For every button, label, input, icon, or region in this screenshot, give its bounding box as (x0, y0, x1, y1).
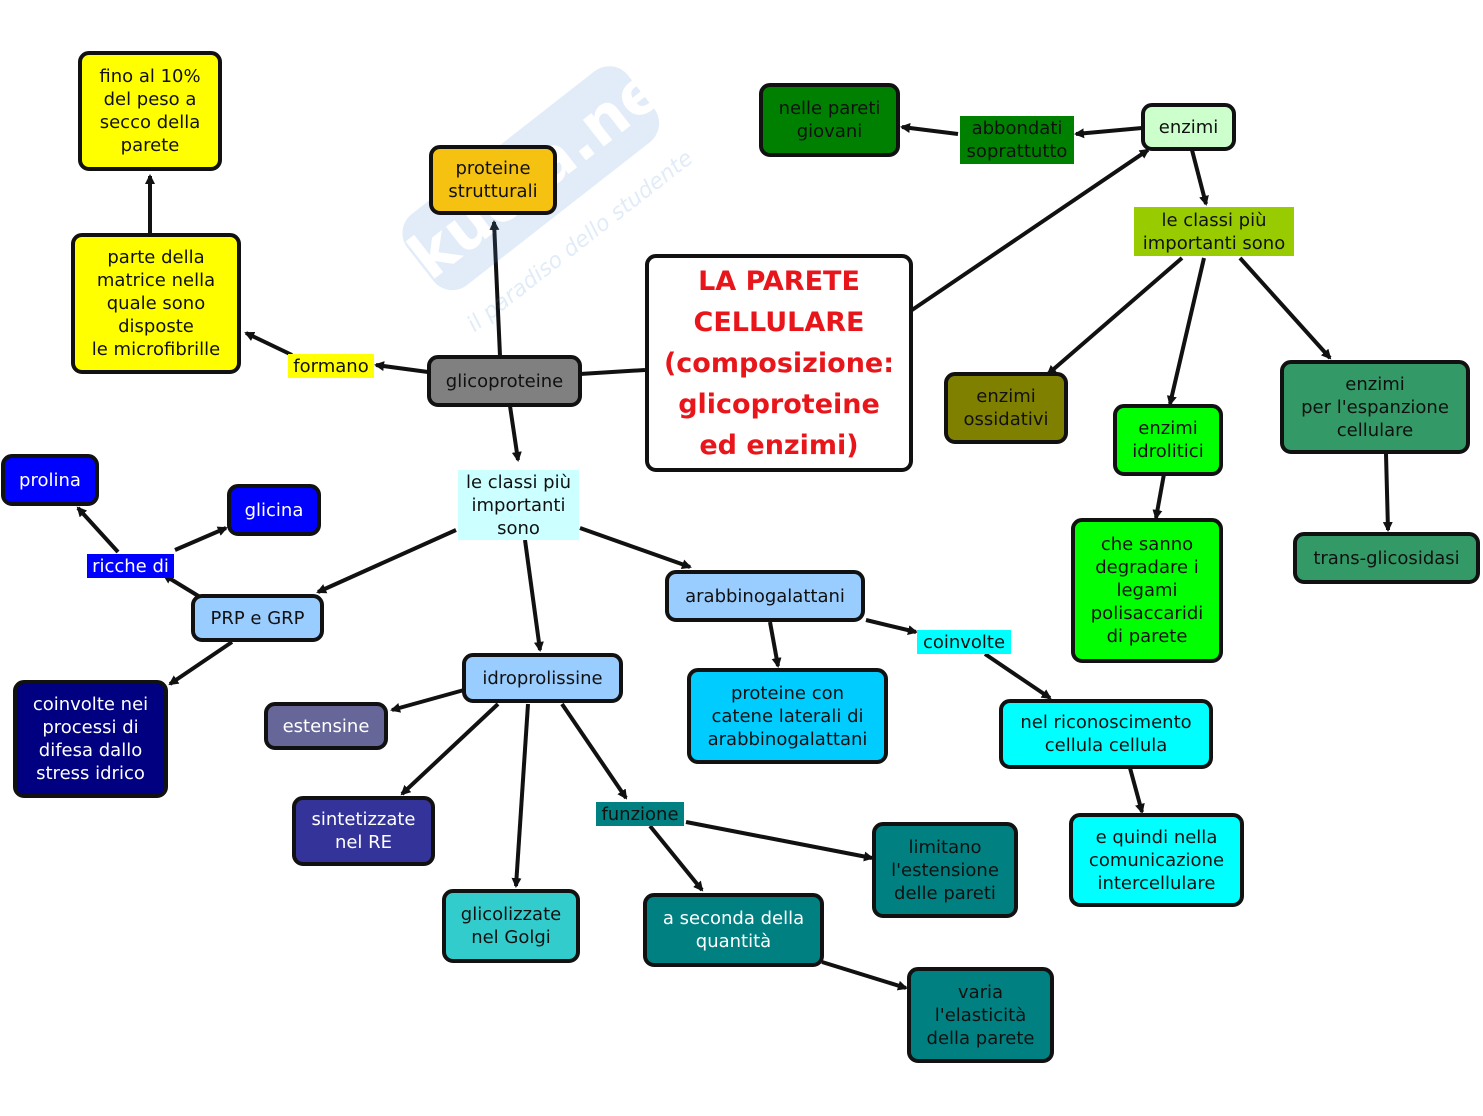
arrow-riconoscimento-comunicazione (1128, 767, 1145, 814)
title-node: LA PARETE CELLULARE (composizione: glico… (645, 254, 913, 472)
arrow-espansione-trans (1382, 453, 1393, 532)
connector-title-enzimi (910, 148, 1150, 312)
link-coinvolte: coinvolte (917, 630, 1011, 654)
arrow-glico-formano (374, 361, 429, 374)
arrow-glico-classi (508, 405, 522, 462)
node-varia: varia l'elasticità della parete (907, 967, 1054, 1063)
link-classi-enzimi: le classi più importanti sono (1134, 207, 1294, 256)
arrow-classi-prp (316, 528, 457, 594)
arrow-idro-funzione (560, 702, 628, 800)
link-abbondati: abbondati soprattutto (960, 116, 1074, 164)
link-classi-glico: le classi più importanti sono (458, 470, 579, 540)
arrow-funzione-aseconda (648, 824, 704, 892)
arrow-enzimi-abbondati (1074, 126, 1143, 139)
node-trans-glicosidasi: trans-glicosidasi (1293, 532, 1480, 584)
node-enzimi-ossidativi: enzimi ossidativi (944, 372, 1068, 444)
node-comunicazione: e quindi nella comunicazione intercellul… (1069, 813, 1244, 907)
arrow-classi-idro (523, 539, 544, 652)
arrow-idro-estensine (390, 688, 465, 713)
link-formano: formano (288, 354, 374, 378)
arrow-glico-proteine-strutturali (489, 220, 502, 357)
arrow-prp-coinvolte-difesa (168, 640, 234, 686)
arrow-classi-arabbino (579, 526, 692, 570)
node-a-seconda: a seconda della quantità (643, 893, 824, 967)
node-sintetizzate: sintetizzate nel RE (292, 796, 435, 866)
node-che-sanno: che sanno degradare i legami polisaccari… (1071, 518, 1223, 663)
node-limitano: limitano l'estensione delle pareti (872, 822, 1018, 918)
node-glicoproteine: glicoproteine (427, 355, 582, 407)
node-idroprolissine: idroprolissine (462, 653, 623, 703)
link-funzione: funzione (596, 802, 684, 826)
node-arabbinogalattani: arabbinogalattani (665, 570, 865, 622)
arrow-idro-glicolizzate (511, 703, 530, 888)
arrow-abbondati-nelle-pareti (900, 123, 959, 136)
arrow-idrolitici-chesanno (1152, 473, 1166, 520)
node-prolina: prolina (1, 454, 99, 506)
arrow-classi-idrolitici (1166, 257, 1206, 406)
node-enzimi-espansione: enzimi per l'espanzione cellulare (1280, 360, 1470, 454)
connector-title-glicoproteine (579, 368, 646, 376)
arrow-enzimi-classi (1190, 149, 1209, 206)
node-coinvolte-difesa: coinvolte nei processi di difesa dallo s… (13, 680, 168, 798)
arrow-formano-matrice (244, 331, 293, 357)
arrow-coinvolte-riconoscimento (983, 652, 1052, 700)
arrow-arabbino-coinvolte (865, 618, 918, 635)
node-fino-al-10: fino al 10% del peso a secco della paret… (78, 51, 222, 171)
arrow-funzione-limitano (685, 820, 874, 862)
node-proteine-strutturali: proteine strutturali (429, 145, 557, 215)
node-enzimi: enzimi (1141, 103, 1236, 151)
arrow-classi-espansione (1238, 256, 1332, 360)
arrow-prp-ricche (162, 573, 202, 599)
node-prp-grp: PRP e GRP (191, 594, 324, 642)
link-ricche-di: ricche di (87, 554, 174, 578)
node-nelle-pareti: nelle pareti giovani (759, 83, 900, 157)
node-parte-matrice: parte della matrice nella quale sono dis… (71, 233, 241, 374)
node-enzimi-idrolitici: enzimi idrolitici (1113, 404, 1223, 476)
arrow-ricche-prolina (76, 506, 120, 554)
node-proteine-catene: proteine con catene laterali di arabbino… (687, 668, 888, 764)
arrow-aseconda-varia (821, 960, 908, 991)
arrow-ricche-glicina (174, 526, 228, 552)
node-glicolizzate: glicolizzate nel Golgi (442, 889, 580, 963)
arrow-classi-ossidativi (1046, 256, 1184, 376)
node-glicina: glicina (227, 484, 321, 536)
node-riconoscimento: nel riconoscimento cellula cellula (999, 699, 1213, 769)
arrow-idro-sintetizzate (400, 702, 500, 796)
node-estensine: estensine (264, 702, 388, 750)
arrow-arabbino-proteine-catene (768, 621, 782, 668)
